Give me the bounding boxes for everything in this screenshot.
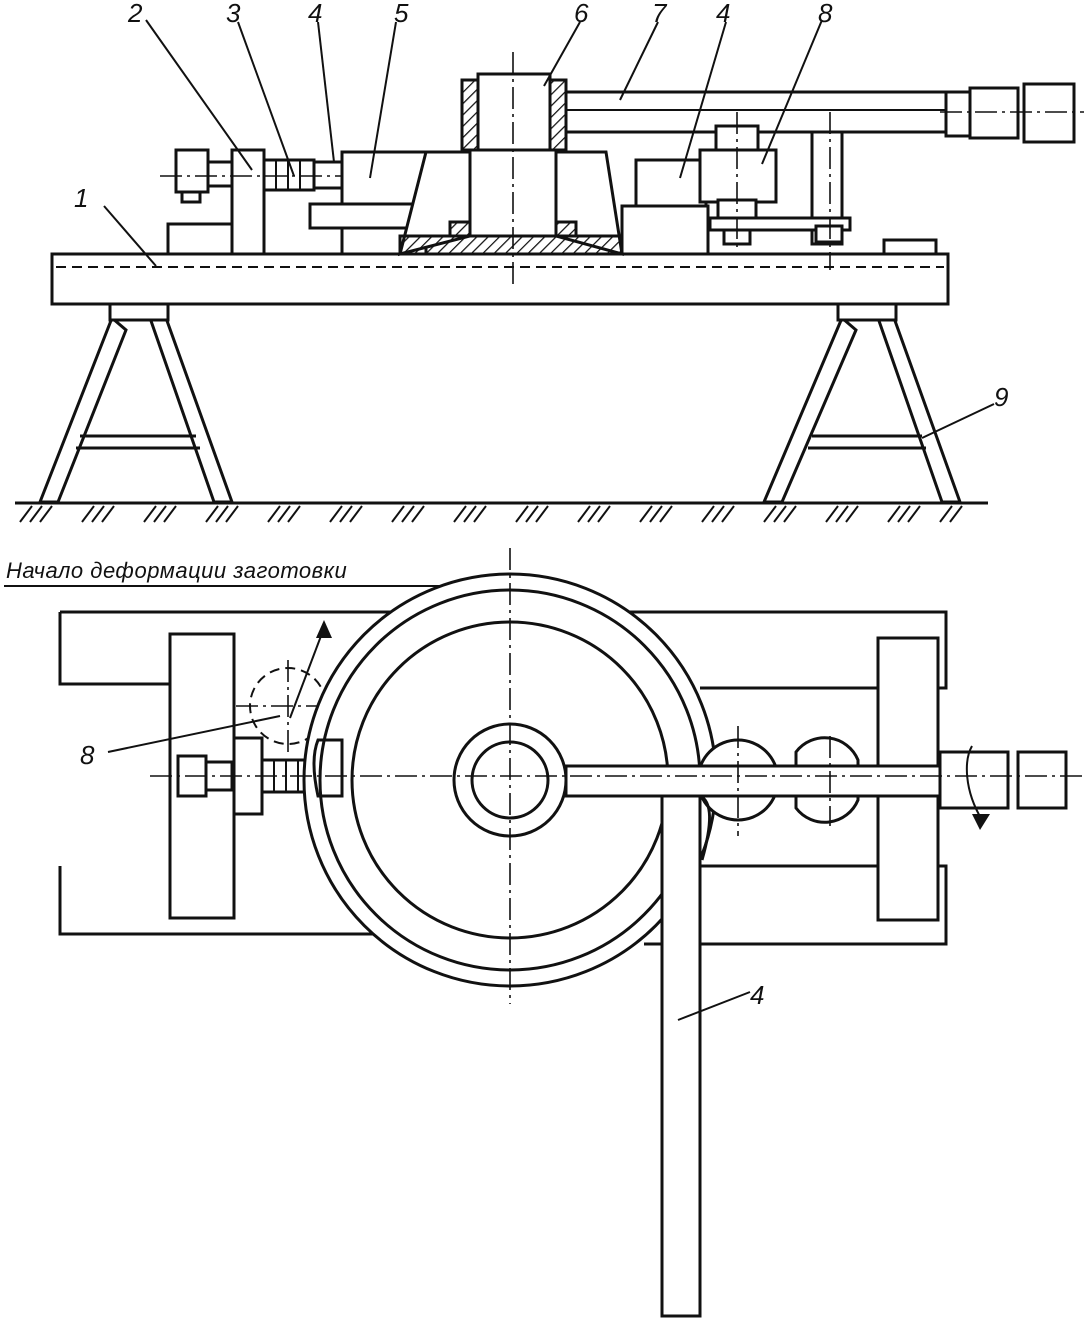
base-plate <box>50 252 950 306</box>
label-9: 9 <box>994 382 1008 412</box>
label-4-right: 4 <box>716 0 730 28</box>
leader-lines <box>103 19 995 439</box>
clamp-screw-assembly <box>160 148 350 256</box>
plan-view: Начало деформации заготовки 8 <box>4 548 1084 1318</box>
plan-lever <box>150 726 1084 836</box>
left-trestle <box>37 302 235 504</box>
plan-workpiece-strip <box>660 794 751 1318</box>
label-8-plan: 8 <box>80 740 95 770</box>
label-2: 2 <box>127 0 143 28</box>
pressure-roller <box>698 112 852 270</box>
right-trestle <box>761 302 963 504</box>
side-view: 1 2 3 4 5 6 7 4 8 9 <box>15 0 1084 523</box>
central-roller <box>397 52 624 286</box>
label-7: 7 <box>652 0 668 28</box>
right-stop <box>882 238 938 256</box>
rotation-arrow <box>965 745 990 830</box>
label-5: 5 <box>394 0 409 28</box>
label-4-plan: 4 <box>750 980 764 1010</box>
label-4-left: 4 <box>308 0 322 28</box>
label-8-top: 8 <box>818 0 833 28</box>
workpiece-side <box>634 158 708 208</box>
plan-workpiece-start <box>312 738 344 798</box>
caption-deformation-start: Начало деформации заготовки <box>6 558 347 583</box>
motion-arrow <box>289 620 332 719</box>
ground-line <box>15 501 988 523</box>
label-6: 6 <box>574 0 589 28</box>
label-1: 1 <box>74 183 88 213</box>
label-3: 3 <box>226 0 241 28</box>
